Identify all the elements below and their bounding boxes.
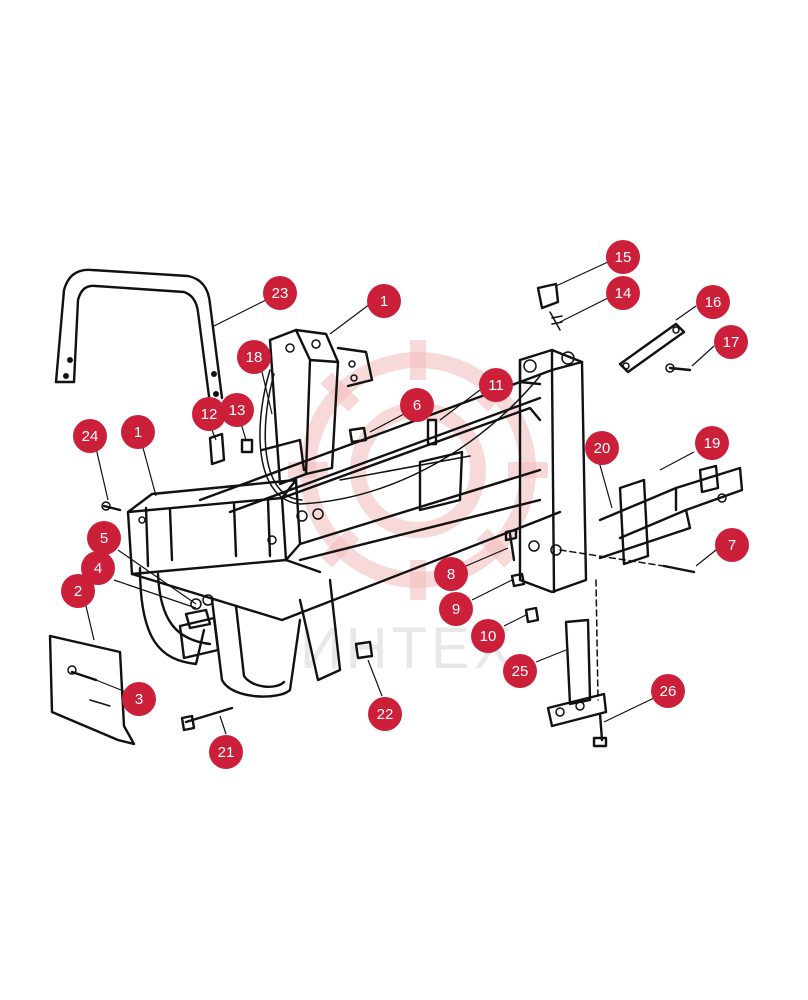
callout-number: 20 [594, 440, 611, 457]
callout-16: 16 [696, 285, 730, 319]
callout-24: 24 [73, 419, 107, 453]
callout-17: 17 [714, 325, 748, 359]
callout-badge [439, 592, 473, 626]
callout-badge [606, 276, 640, 310]
callout-badge [122, 682, 156, 716]
callout-25: 25 [503, 654, 537, 688]
callout-number: 18 [246, 349, 263, 366]
callout-number: 19 [704, 435, 721, 452]
callout-badge [715, 528, 749, 562]
callout-badge [714, 325, 748, 359]
callout-18: 18 [237, 340, 271, 374]
callout-badge [61, 574, 95, 608]
callout-badge [237, 340, 271, 374]
callout-number: 6 [413, 397, 421, 414]
callout-15: 15 [606, 240, 640, 274]
callout-14: 14 [606, 276, 640, 310]
callout-number: 16 [705, 294, 722, 311]
callout-number: 25 [512, 663, 529, 680]
callout-badge [367, 284, 401, 318]
callout-number: 4 [94, 560, 102, 577]
callout-8: 8 [434, 557, 468, 591]
callout-number: 8 [447, 566, 455, 583]
callout-number: 12 [201, 406, 218, 423]
callout-11: 11 [479, 368, 513, 402]
frame-drawing [48, 261, 744, 748]
callout-4: 4 [81, 551, 115, 585]
callout-number: 13 [229, 402, 246, 419]
right-post [518, 348, 588, 594]
lower-clamps [138, 566, 342, 698]
callout-number: 5 [100, 530, 108, 547]
callout-badge [121, 415, 155, 449]
callout-badge [87, 521, 121, 555]
callout-number: 7 [728, 537, 736, 554]
callout-badge [503, 654, 537, 688]
callout-22: 22 [368, 697, 402, 731]
hardware [48, 282, 696, 748]
callout-badge [479, 368, 513, 402]
callout-badge [368, 697, 402, 731]
callout-badge [209, 735, 243, 769]
callout-number: 24 [82, 428, 99, 445]
callout-badge [73, 419, 107, 453]
hitch-bar [598, 464, 744, 566]
callout-number: 14 [615, 285, 632, 302]
callout-6: 6 [400, 388, 434, 422]
callout-number: 15 [615, 249, 632, 266]
callout-1: 1 [121, 415, 155, 449]
callout-badge [81, 551, 115, 585]
callout-badge [192, 397, 226, 431]
callout-badge [695, 426, 729, 460]
callout-badge [606, 240, 640, 274]
callout-20: 20 [585, 431, 619, 465]
callout-7: 7 [715, 528, 749, 562]
callout-number: 9 [452, 601, 460, 618]
upright-mast [260, 328, 374, 522]
callout-number: 1 [380, 293, 388, 310]
leader-lines [85, 261, 717, 735]
callout-number: 22 [377, 706, 394, 723]
handle-bar-part [54, 268, 224, 406]
callout-12: 12 [192, 397, 226, 431]
callout-5: 5 [87, 521, 121, 555]
callout-3: 3 [122, 682, 156, 716]
main-beam [198, 380, 542, 562]
callout-number: 21 [218, 744, 235, 761]
callout-number: 10 [480, 628, 497, 645]
cable-part [259, 369, 541, 512]
callout-21: 21 [209, 735, 243, 769]
callout-badge [471, 619, 505, 653]
callout-badge [696, 285, 730, 319]
callout-badge [585, 431, 619, 465]
callout-10: 10 [471, 619, 505, 653]
front-box-frame [126, 478, 562, 622]
callout-number: 17 [723, 334, 740, 351]
callout-number: 1 [134, 424, 142, 441]
callout-number: 23 [272, 285, 289, 302]
callout-badge [434, 557, 468, 591]
callout-number: 2 [74, 583, 82, 600]
callout-13: 13 [220, 393, 254, 427]
callout-number: 26 [660, 683, 677, 700]
callout-9: 9 [439, 592, 473, 626]
callout-number: 11 [488, 377, 504, 394]
callout-badge [651, 674, 685, 708]
callout-badges: 23 1 15 14 16 17 18 11 6 12 13 24 1 20 19 5 4 7 2 8 9 10 25 26 3… [61, 240, 749, 769]
callout-badge [220, 393, 254, 427]
callout-badge [400, 388, 434, 422]
callout-number: 3 [135, 691, 143, 708]
callout-19: 19 [695, 426, 729, 460]
callout-badge [263, 276, 297, 310]
callout-23: 23 [263, 276, 297, 310]
callout-26: 26 [651, 674, 685, 708]
callout-2: 2 [61, 574, 95, 608]
callout-1: 1 [367, 284, 401, 318]
